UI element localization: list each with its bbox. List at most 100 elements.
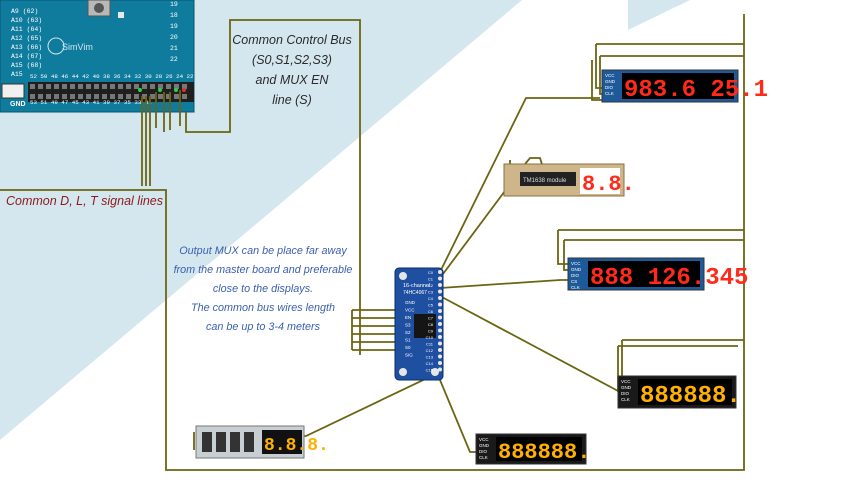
mux-right-pin-label: C10	[426, 335, 434, 340]
header-pin	[94, 94, 99, 99]
header-pins	[30, 84, 187, 99]
mux-right-pin-label: C9	[428, 329, 434, 334]
mux-right-pin-label: C14	[426, 361, 434, 366]
header-pin	[46, 94, 51, 99]
display-d4-digits: 888888.	[640, 383, 741, 410]
mux-left-pin: VCC	[405, 308, 415, 313]
svg-text:A10 (63): A10 (63)	[11, 17, 42, 24]
mux-right-pin-label: C13	[426, 355, 434, 360]
svg-text:18: 18	[170, 12, 178, 19]
svg-text:A12 (65): A12 (65)	[11, 35, 42, 42]
mux-chip	[414, 314, 436, 338]
svg-text:19: 19	[170, 1, 178, 8]
wires	[0, 14, 745, 471]
header-pin	[70, 84, 75, 89]
mux-right-pin	[438, 270, 442, 274]
display-pin-label: DIO	[621, 391, 630, 396]
bottom-header-numbers: 53 51 49 47 45 43 41 39 37 35 33 31	[30, 99, 152, 106]
header-pin	[30, 84, 35, 89]
background-panel-right	[628, 0, 690, 30]
mux-right-pin	[438, 348, 442, 352]
mux-left-pin: S1	[405, 338, 411, 343]
mux-right-pin	[438, 361, 442, 365]
header-pin	[110, 94, 115, 99]
display-d6: 8.8.8.	[195, 425, 329, 459]
header-pin	[182, 94, 187, 99]
display-pin-label: GND	[621, 385, 632, 390]
display-pin-label: VCC	[621, 379, 631, 384]
header-pin	[142, 84, 147, 89]
simvim-watermark: SimVim	[47, 37, 93, 55]
header-pin	[182, 84, 187, 89]
display-d6-digits: 8.8.8.	[264, 436, 329, 456]
display-d5-digits: 888888.	[498, 440, 590, 465]
mux-placement-note: Output MUX can be place far away from th…	[173, 245, 353, 333]
display-pin-label: GND	[479, 443, 490, 448]
display-d3-digits: 888 126.345	[590, 265, 748, 292]
mux-right-pin-label: C15	[426, 368, 434, 373]
header-pin	[86, 84, 91, 89]
display-pin-label: VCC	[571, 261, 581, 266]
mux-right-pin	[438, 367, 442, 372]
header-pin	[126, 84, 131, 89]
gnd-label: GND	[10, 101, 26, 108]
mux-right-pin-label: C2	[428, 283, 434, 288]
header-pin	[54, 84, 59, 89]
mux-right-pin	[438, 335, 442, 339]
header-pin	[78, 94, 83, 99]
svg-text:22: 22	[170, 56, 178, 63]
mux-title: 16-channel	[403, 283, 430, 289]
top-header-numbers: 52 50 48 46 44 42 40 38 36 34 32 30 28 2…	[30, 73, 194, 80]
header-pin	[110, 84, 115, 89]
mux-right-pin-label: C8	[428, 322, 434, 327]
display-pin-label: DIO	[571, 273, 580, 278]
header-pin	[70, 94, 75, 99]
header-pin	[30, 94, 35, 99]
arduino-left-labels: A9 (62) A10 (63) A11 (64) A12 (65) A13 (…	[11, 8, 42, 78]
arduino-right-labels: 19 18 19 20 21 22	[170, 1, 178, 63]
mux-right-pin	[438, 296, 442, 300]
svg-text:A13 (66): A13 (66)	[11, 44, 42, 51]
mux-right-pin	[438, 276, 442, 281]
header-pin	[102, 94, 107, 99]
svg-text:21: 21	[170, 45, 178, 52]
header-pin	[38, 94, 43, 99]
mux-right-pin-label: C0	[428, 270, 434, 275]
mux-left-pin: S3	[405, 323, 411, 328]
header-pin	[46, 84, 51, 89]
control-bus-label: Common Control Bus (S0,S1,S2,S3) and MUX…	[232, 33, 352, 107]
mux-right-pin-label: C12	[426, 348, 434, 353]
display-d2-digits: 8.8.	[582, 172, 635, 197]
display-pin-label: DIO	[605, 85, 614, 90]
mux-left-pin: GND	[405, 300, 416, 305]
header-pin	[86, 94, 91, 99]
mux-left-pin: S0	[405, 345, 411, 350]
header-pin	[166, 84, 171, 89]
header-pin	[166, 94, 171, 99]
display-d1-digits: 983.6 25.1	[624, 77, 768, 104]
mux-left-pin: S2	[405, 330, 411, 335]
mux-right-pin-label: C5	[428, 303, 434, 308]
svg-text:A14 (67): A14 (67)	[11, 53, 42, 60]
header-pin	[54, 94, 59, 99]
header-pin	[94, 84, 99, 89]
display-pin-label: DIO	[479, 449, 488, 454]
mux-right-pin	[438, 341, 442, 346]
mux-left-pin: SIG	[405, 353, 413, 358]
header-pin	[78, 84, 83, 89]
display-pin-label: CLK	[479, 455, 488, 460]
header-pin	[158, 94, 163, 99]
header-pin	[118, 94, 123, 99]
display-pin-label: CLK	[605, 91, 614, 96]
arduino-mega-board: A9 (62) A10 (63) A11 (64) A12 (65) A13 (…	[0, 0, 195, 113]
display-pin-label: CS	[571, 279, 577, 284]
signal-lines-label: Common D, L, T signal lines	[6, 194, 164, 208]
header-pin	[126, 94, 131, 99]
svg-text:20: 20	[170, 34, 178, 41]
svg-text:A11 (64): A11 (64)	[11, 26, 42, 33]
